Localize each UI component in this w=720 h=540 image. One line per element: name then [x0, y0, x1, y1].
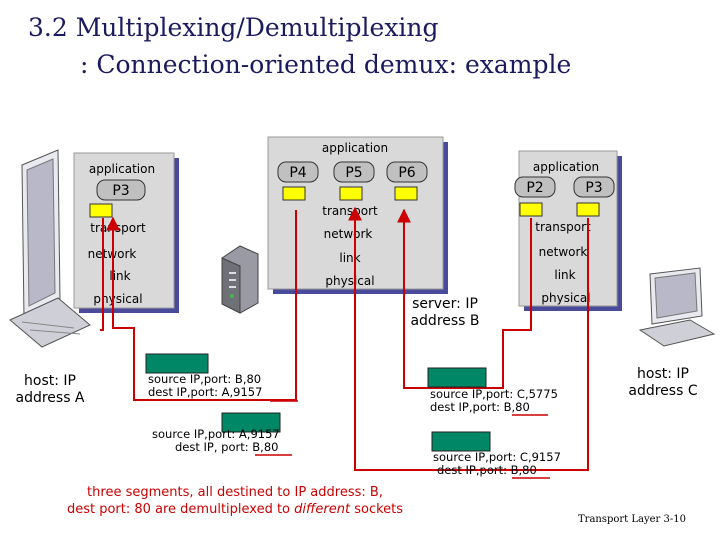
caption-line1: three segments, all destined to IP addre…: [87, 485, 383, 500]
server-b-socket-p5: [339, 186, 363, 201]
caption-emphasis: different: [294, 501, 351, 517]
server-b-process-p5-label: P5: [345, 165, 362, 181]
host-c-layer-application: application: [533, 160, 599, 174]
host-c-socket-p3: [576, 202, 600, 217]
segment-1-dst: dest IP,port: A,9157: [148, 385, 262, 399]
host-c-process-p2-label: P2: [526, 180, 543, 196]
path-b-to-a: [106, 210, 297, 401]
host-c-layer-network: network: [539, 245, 588, 259]
path-c-p3-to-b-p5: [354, 218, 589, 471]
server-b-process-p5: [333, 161, 375, 183]
host-a-layer-link: link: [109, 269, 130, 283]
host-c-layer-link: link: [554, 268, 575, 282]
slide-footer: Transport Layer 3-10: [578, 514, 686, 525]
path-c-p2-to-b-p6: [397, 208, 532, 389]
server-b-layer-network: network: [324, 227, 373, 241]
server-b-process-p4-label: P4: [289, 165, 306, 181]
host-c-process-p3: [573, 176, 615, 198]
caption-line2-c: sockets: [350, 501, 404, 517]
server-b-label: server: IP address B: [410, 296, 480, 329]
server-b-layer-application: application: [322, 141, 388, 155]
host-a-label: host: IP address A: [15, 373, 85, 406]
segment-2-packet: [221, 412, 281, 433]
host-c-label: host: IP address C: [628, 366, 698, 399]
segment-1-packet: [145, 353, 209, 374]
server-b-socket-p4: [282, 186, 306, 201]
host-a-socket: [89, 203, 113, 218]
host-c-layer-transport: transport: [535, 220, 591, 234]
server-b-layer-transport: transport: [322, 204, 378, 218]
host-a-process-p3: [96, 179, 146, 201]
segment-4-src: source IP,port: C,9157: [433, 450, 561, 464]
segment-2-src: source IP,port: A,9157: [152, 427, 280, 441]
slide-title-line1: 3.2 Multiplexing/Demultiplexing: [28, 13, 439, 42]
host-a-stack: P3 application transport network link ph…: [73, 152, 179, 313]
caption-line2-a: dest port: 80 are demultiplexed to: [66, 501, 295, 517]
host-c-stack: application P2 P3 transport network link…: [514, 150, 622, 311]
port-underlines: [255, 400, 550, 479]
segment-paths: [100, 206, 589, 471]
laptop-a-icon: [9, 149, 91, 348]
server-tower-icon: [221, 245, 259, 314]
segment-4-packet: [431, 431, 491, 452]
segment-3-packet: [427, 367, 487, 388]
server-b-process-p6: [386, 161, 428, 183]
host-a-process-label: P3: [112, 183, 129, 199]
laptop-c-icon: [638, 267, 716, 347]
host-a-layer-transport: transport: [90, 221, 146, 235]
server-b-layer-link: link: [339, 251, 360, 265]
host-c-process-p3-label: P3: [585, 180, 602, 196]
host-a-layer-physical: physical: [93, 292, 142, 306]
host-c-layer-physical: physical: [541, 291, 590, 305]
caption: three segments, all destined to IP addre…: [40, 485, 430, 519]
segment-1-src: source IP,port: B,80: [148, 372, 261, 386]
server-b-process-p4: [277, 161, 319, 183]
server-b-layer-physical: physical: [325, 274, 374, 288]
server-b-process-p6-label: P6: [398, 165, 415, 181]
server-b-socket-p6: [394, 186, 418, 201]
segment-2-dst: dest IP, port: B,80: [175, 440, 278, 454]
segment-3-src: source IP,port: C,5775: [430, 387, 558, 401]
host-a-layer-application: application: [89, 162, 155, 176]
slide-title-line2: : Connection-oriented demux: example: [80, 50, 572, 79]
host-c-process-p2: [514, 176, 556, 198]
segment-4-dst: dest IP,port: B,80: [437, 463, 537, 477]
path-a-down: [100, 218, 104, 331]
caption-line2: dest port: 80 are demultiplexed to diffe…: [40, 502, 430, 519]
segment-3-dst: dest IP,port: B,80: [430, 400, 530, 414]
host-c-socket-p2: [519, 202, 543, 217]
